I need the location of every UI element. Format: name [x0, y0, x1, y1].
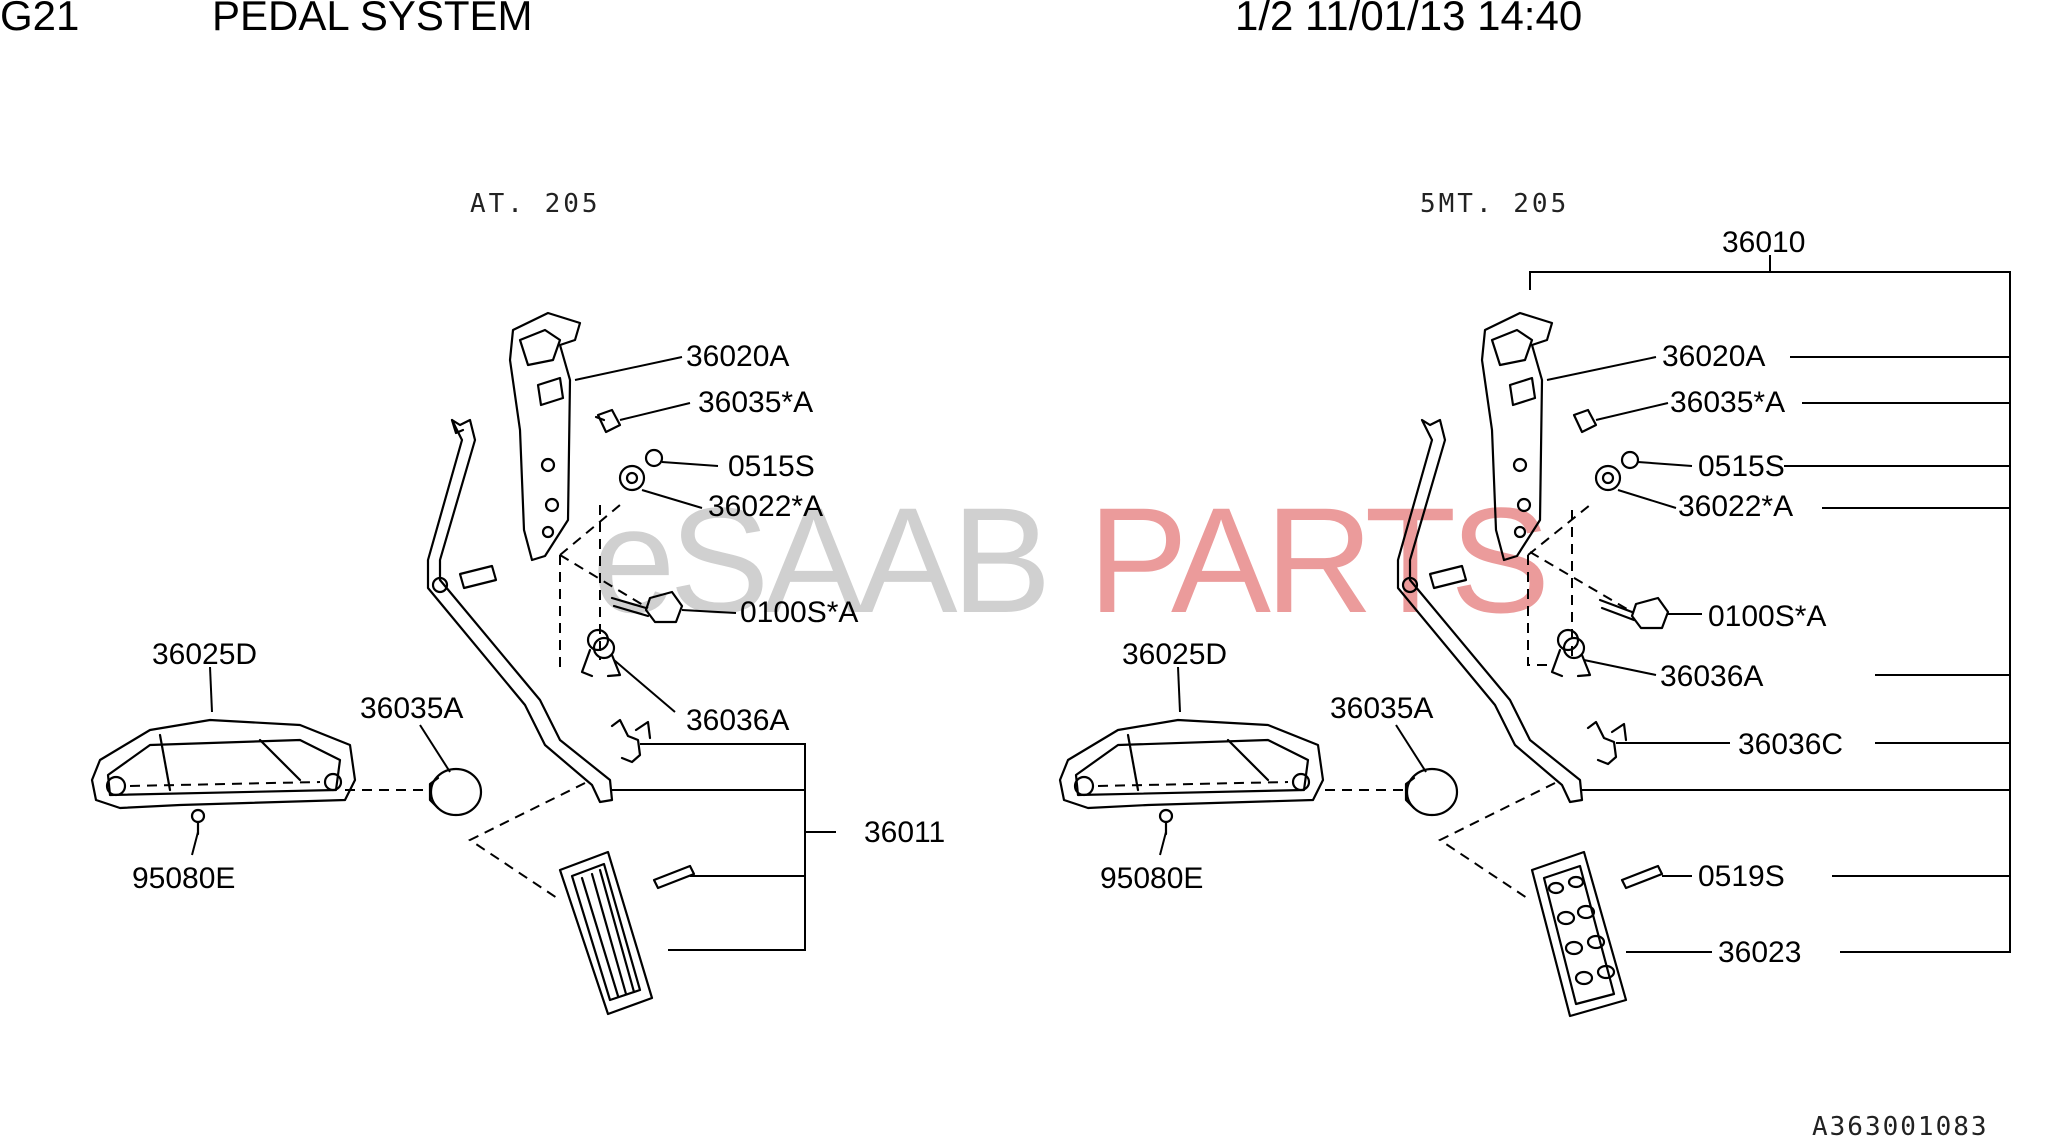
left-label-36036A: 36036A [686, 704, 789, 737]
right-return-spring-36036C [1586, 720, 1628, 766]
left-nut-0515S [644, 448, 664, 468]
left-variant-at: AT. 205 [90, 189, 945, 1016]
page-title: PEDAL SYSTEM [212, 0, 533, 39]
right-label-36036C: 36036C [1738, 728, 1843, 761]
right-screw-95080E [1158, 808, 1174, 836]
watermark-part2: PARTS [1088, 476, 1544, 644]
left-label-0100sA: 0100S*A [740, 596, 858, 629]
right-cover-36025D [1058, 718, 1325, 810]
left-bracket-36020A [508, 311, 582, 562]
right-nut-0515S [1620, 450, 1640, 470]
reference-code: A363001083 [1812, 1112, 1989, 1141]
left-variant-heading: AT. 205 [470, 189, 601, 219]
left-screw-95080E [190, 808, 206, 836]
left-pad-pin [652, 864, 696, 890]
left-label-36020A: 36020A [686, 340, 789, 373]
left-bolt-0100sA [610, 590, 684, 624]
left-return-spring [610, 718, 652, 764]
left-bushing-36022sA [618, 464, 646, 492]
right-label-36020A: 36020A [1662, 340, 1765, 373]
right-bolt-0100sA [1598, 596, 1670, 630]
right-label-36036A: 36036A [1660, 660, 1763, 693]
right-bracket-36020A [1480, 311, 1554, 562]
right-stopper-36035A [1404, 767, 1459, 817]
left-pedal-pad [558, 850, 654, 1016]
right-label-0519S: 0519S [1698, 860, 1785, 893]
page-info: 1/2 11/01/13 14:40 [1235, 0, 1582, 39]
left-label-36035A: 36035A [360, 692, 463, 725]
right-label-0515S: 0515S [1698, 450, 1785, 483]
left-stopper-36035A [428, 767, 483, 817]
right-assembly-lines [1325, 504, 1633, 901]
left-label-36011: 36011 [864, 816, 945, 849]
left-cover-36025D [90, 718, 357, 810]
watermark-part1: eSAAB [592, 476, 1046, 644]
right-label-0100sA: 0100S*A [1708, 600, 1826, 633]
left-label-36025D: 36025D [152, 638, 257, 671]
right-label-36035A: 36035A [1330, 692, 1433, 725]
section-code: G21 [0, 0, 79, 39]
left-pedal-arm [426, 418, 614, 804]
right-leader-lines [1159, 356, 1730, 953]
right-variant-5mt: 5MT. 205 [1058, 189, 2011, 1018]
left-leader-lines [191, 356, 836, 951]
right-group-bracket-36010 [1529, 255, 2011, 953]
left-label-36022sA: 36022*A [708, 490, 823, 523]
right-bushing-36022sA [1594, 464, 1622, 492]
right-label-95080E: 95080E [1100, 862, 1203, 895]
right-spring-36036A [1550, 628, 1592, 678]
right-pin-0519S [1620, 864, 1664, 890]
right-label-36023: 36023 [1718, 936, 1801, 969]
right-label-36025D: 36025D [1122, 638, 1227, 671]
right-pedal-pad-36023 [1530, 850, 1628, 1018]
left-clip-36035sA [594, 408, 622, 434]
esaabparts-watermark: eSAAB PARTS [592, 476, 1550, 644]
right-pedal-arm [1396, 418, 1584, 804]
left-label-0515S: 0515S [728, 450, 815, 483]
left-label-36035sA: 36035*A [698, 386, 813, 419]
right-variant-heading: 5MT. 205 [1420, 189, 1569, 219]
right-label-36010: 36010 [1722, 226, 1805, 259]
left-assembly-lines [345, 504, 649, 901]
left-label-95080E: 95080E [132, 862, 235, 895]
right-label-36022sA: 36022*A [1678, 490, 1793, 523]
right-clip-36035sA [1572, 408, 1598, 434]
right-label-36035sA: 36035*A [1670, 386, 1785, 419]
